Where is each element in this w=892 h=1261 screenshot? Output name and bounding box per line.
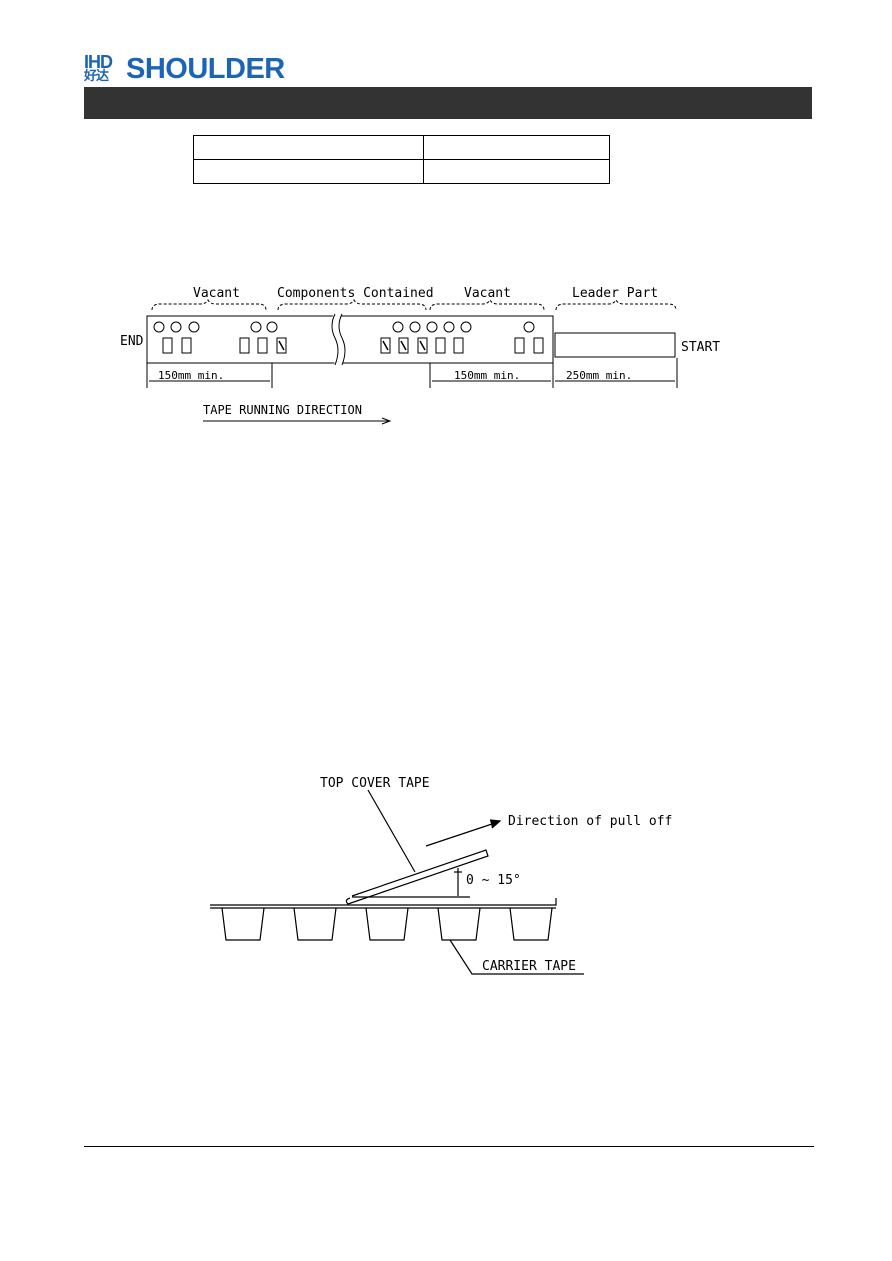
brace-vacant-left: [151, 298, 267, 311]
leader-tape: [554, 332, 676, 358]
spec-table: [193, 135, 610, 184]
tape-layout-diagram: Vacant Components Contained Vacant Leade…: [120, 286, 720, 425]
carrier-tape: [210, 898, 557, 906]
component-marks: [278, 340, 426, 351]
label-leader: Leader Part: [572, 286, 658, 301]
running-direction-arrowhead: [381, 417, 392, 425]
sprocket-holes: [153, 321, 535, 333]
pull-direction-arrow: [425, 821, 499, 847]
logo-mark-letters: IHD: [84, 52, 113, 72]
label-start: START: [681, 340, 720, 355]
top-cover-tape: [345, 849, 489, 905]
table-row: [193, 159, 610, 184]
tape-body: [146, 315, 554, 364]
label-pull-direction: Direction of pull off: [508, 814, 672, 829]
tape-break-line-right: [338, 313, 346, 366]
peel-diagram: TOP COVER TAPE Direction of pull off 0 ~…: [210, 776, 672, 975]
tape-break-line-left: [331, 313, 339, 366]
logo-mark: IHD 好达: [84, 53, 120, 85]
title-bar: [84, 87, 812, 119]
top-cover-leader-line: [367, 789, 416, 873]
dim-left: 150mm min.: [158, 369, 224, 382]
footer-rule: [84, 1146, 814, 1147]
running-direction-label: TAPE RUNNING DIRECTION: [203, 403, 362, 417]
table-row: [193, 135, 610, 160]
label-components: Components Contained: [277, 286, 434, 301]
dimension-lines: [146, 358, 678, 388]
brace-components: [277, 298, 427, 311]
company-logo: IHD 好达 SHOULDER: [84, 52, 285, 86]
dim-mid: 150mm min.: [454, 369, 520, 382]
carrier-pockets: [221, 907, 553, 941]
tape-break: [331, 312, 345, 367]
table-cell: [193, 135, 424, 160]
logo-wordmark: SHOULDER: [126, 52, 285, 85]
table-cell: [423, 159, 610, 184]
label-end: END: [120, 334, 144, 349]
dim-right: 250mm min.: [566, 369, 632, 382]
brace-vacant-right: [429, 298, 545, 311]
carrier-leader-line: [449, 939, 584, 975]
table-cell: [423, 135, 610, 160]
pull-direction-arrowhead: [489, 819, 502, 829]
table-cell: [193, 159, 424, 184]
pockets: [162, 337, 544, 354]
label-carrier: CARRIER TAPE: [482, 959, 576, 974]
brace-leader: [555, 298, 677, 311]
label-angle: 0 ~ 15°: [466, 873, 521, 888]
label-vacant-right: Vacant: [464, 286, 511, 301]
logo-mark-chinese: 好达: [84, 69, 109, 84]
label-vacant-left: Vacant: [193, 286, 240, 301]
label-top-cover: TOP COVER TAPE: [320, 776, 430, 791]
